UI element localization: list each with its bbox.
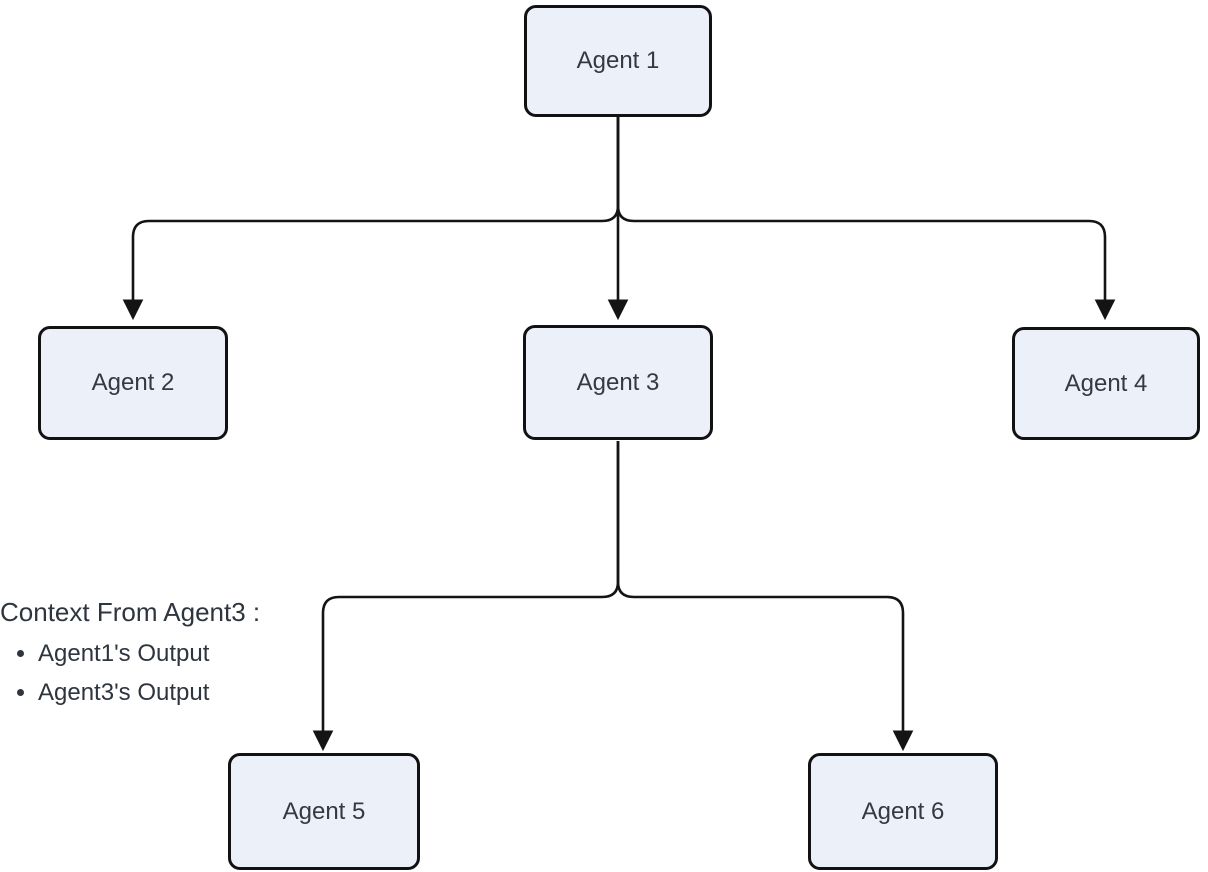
- context-annotation-item: Agent3's Output: [38, 673, 330, 712]
- node-agent-2-label: Agent 2: [91, 369, 175, 396]
- node-agent-3: Agent 3: [523, 325, 713, 440]
- node-agent-1-label: Agent 1: [576, 47, 660, 74]
- node-agent-1: Agent 1: [524, 5, 712, 117]
- context-annotation-item: Agent1's Output: [38, 634, 330, 673]
- context-annotation-list: Agent1's Output Agent3's Output: [0, 634, 330, 712]
- context-annotation: Context From Agent3 : Agent1's Output Ag…: [0, 595, 330, 712]
- node-agent-3-label: Agent 3: [576, 368, 660, 396]
- edge-agent3-agent5: [312, 441, 620, 752]
- node-agent-6: Agent 6: [808, 753, 998, 870]
- node-agent-5: Agent 5: [228, 753, 420, 870]
- edge-agent1-agent4: [616, 117, 1116, 321]
- node-agent-5-label: Agent 5: [282, 797, 366, 825]
- node-agent-4-label: Agent 4: [1064, 369, 1148, 397]
- node-agent-2: Agent 2: [38, 326, 228, 440]
- context-annotation-title: Context From Agent3 :: [0, 597, 261, 627]
- node-agent-4: Agent 4: [1012, 327, 1200, 440]
- edge-agent3-agent6: [616, 441, 914, 752]
- edge-agent1-agent2: [122, 117, 620, 321]
- node-agent-6-label: Agent 6: [861, 797, 945, 825]
